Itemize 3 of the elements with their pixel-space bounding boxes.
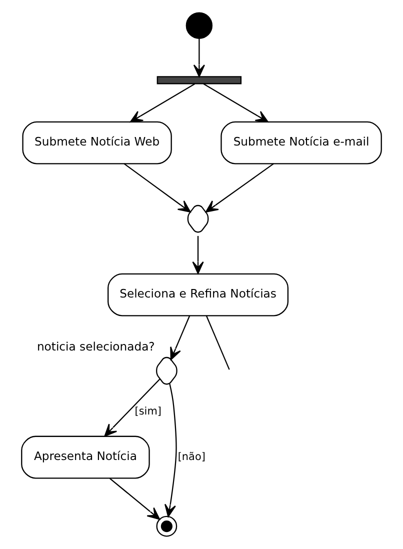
node-label: noticia selecionada? [36,340,155,354]
edge-label: [sim] [134,406,162,418]
edge-label: [não] [178,450,206,463]
